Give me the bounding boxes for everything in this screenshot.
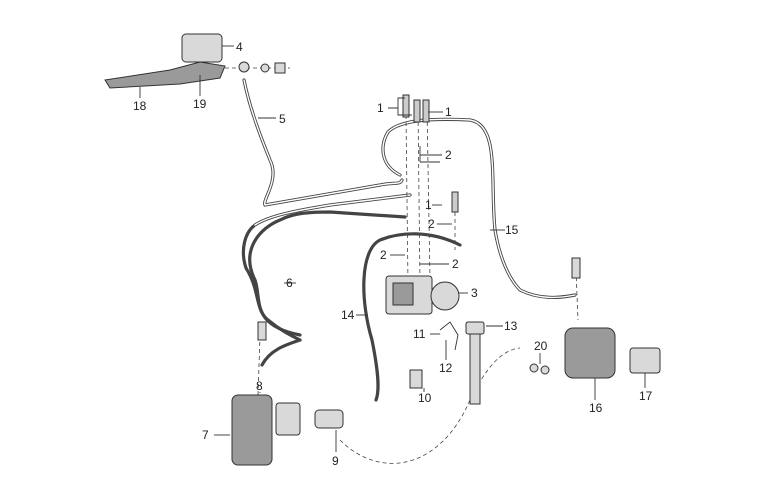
master-cylinder [181, 33, 223, 63]
alignment-lines [225, 67, 579, 464]
callout-15: 15 [505, 223, 519, 237]
leader-lines [139, 45, 646, 452]
callout-8: 8 [256, 379, 263, 393]
callout-18: 18 [133, 99, 147, 113]
callout-7: 7 [202, 428, 209, 442]
callout-5: 5 [279, 112, 286, 126]
callout-12: 12 [439, 361, 453, 375]
brake-pads [275, 402, 301, 436]
hose-5 [242, 78, 404, 207]
hose-15 [381, 117, 577, 299]
brake-lever [104, 61, 226, 89]
callout-16: 16 [589, 401, 603, 415]
callout-13: 13 [504, 319, 518, 333]
callout-2: 2 [428, 217, 435, 231]
callout-17: 17 [639, 389, 653, 403]
callout-1: 1 [425, 198, 432, 212]
callout-1: 1 [445, 105, 452, 119]
callout-10: 10 [418, 391, 432, 405]
sensor-9 [314, 409, 344, 429]
parts [104, 33, 661, 466]
hose-6 [248, 210, 407, 337]
callout-14: 14 [341, 308, 355, 322]
callout-2: 2 [445, 148, 452, 162]
rear-caliper [564, 327, 616, 379]
callout-4: 4 [236, 40, 243, 54]
callout-20: 20 [534, 339, 548, 353]
callout-9: 9 [332, 454, 339, 468]
rear-pads [629, 347, 661, 374]
callout-labels: 4 18 19 5 1 1 2 1 2 15 2 2 3 6 14 11 13 … [133, 40, 653, 468]
reservoir [469, 333, 481, 405]
hose-6-end [260, 338, 302, 367]
front-caliper [231, 394, 273, 466]
reservoir-cap [465, 321, 485, 335]
callout-3: 3 [471, 286, 478, 300]
callout-19: 19 [193, 97, 207, 111]
callout-2: 2 [380, 248, 387, 262]
callout-11: 11 [413, 327, 426, 341]
switch-10 [409, 369, 423, 389]
hose-14 [362, 232, 462, 402]
callout-6: 6 [286, 276, 293, 290]
callout-1: 1 [377, 101, 384, 115]
callout-2: 2 [452, 257, 459, 271]
brake-hoses [241, 78, 577, 402]
